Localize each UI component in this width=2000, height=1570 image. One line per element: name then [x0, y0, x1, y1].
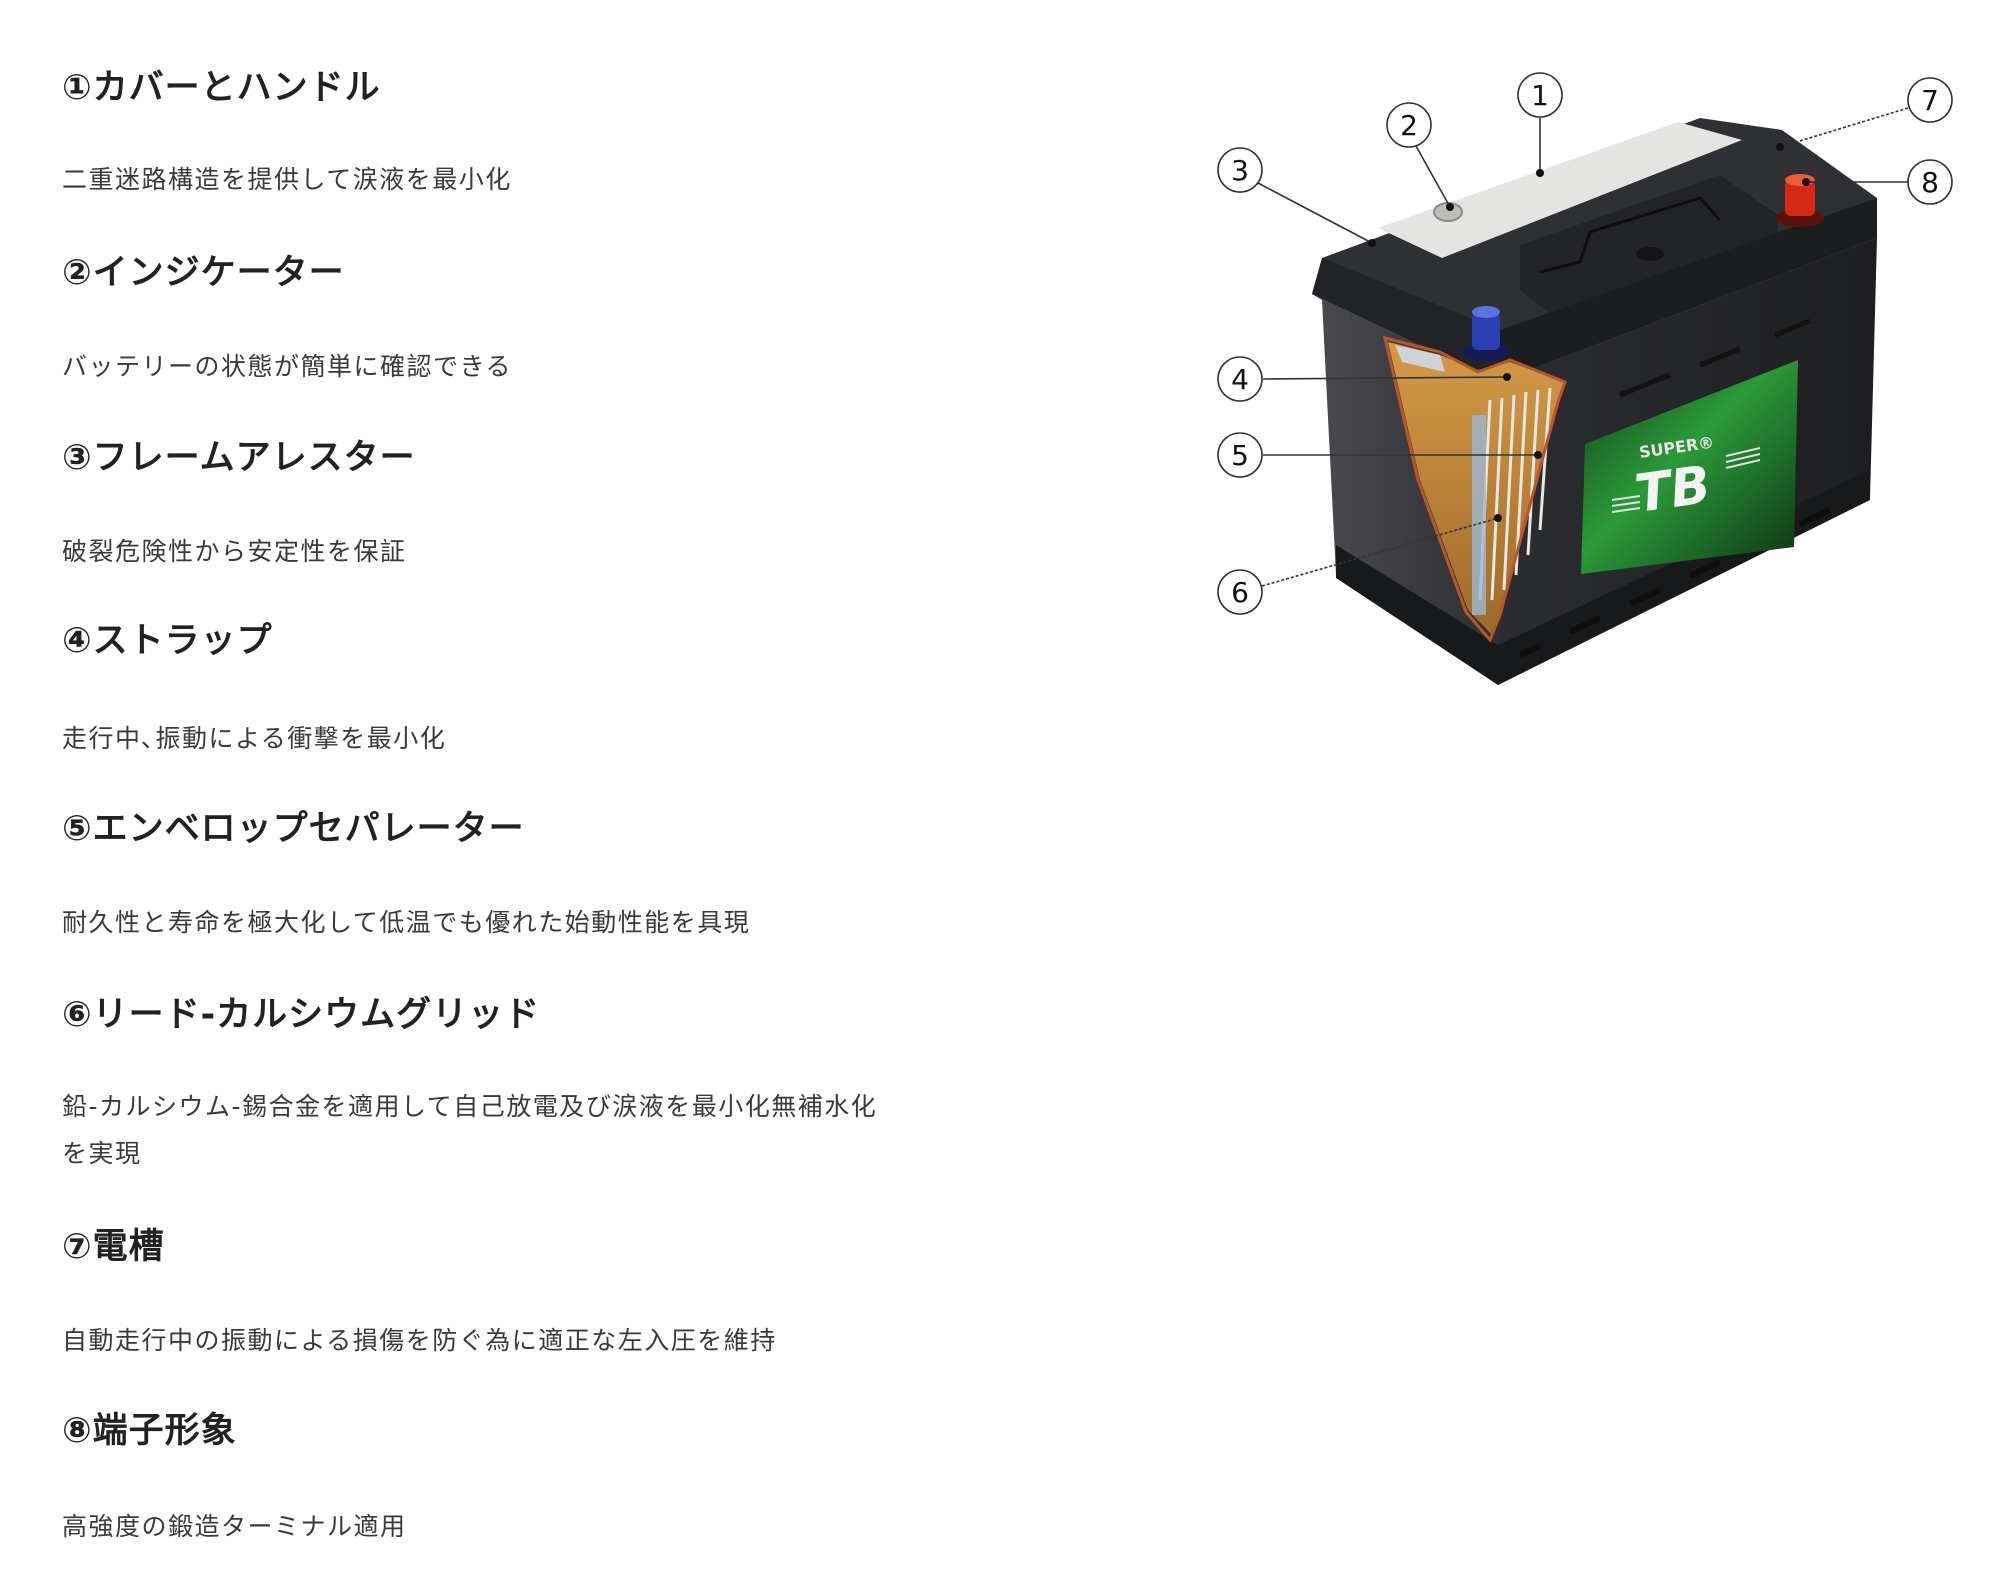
- callout-5-label: 5: [1231, 439, 1249, 472]
- battery-diagram: SUPER® TB: [1200, 40, 2000, 700]
- brand-tb-text: TB: [1631, 455, 1714, 525]
- callout-7: [1907, 77, 1953, 123]
- positive-terminal-cap: [1776, 174, 1824, 227]
- feature-description: 高強度の鍛造ターミナル適用: [62, 1512, 407, 1541]
- feature-title: ⑦電槽: [62, 1227, 165, 1267]
- feature-title: ③フレームアレスター: [62, 438, 416, 478]
- feature-title: ①カバーとハンドル: [62, 68, 381, 108]
- callout-7-label: 7: [1921, 84, 1939, 117]
- feature-title: ⑥リード-カルシウムグリッド: [62, 995, 541, 1035]
- feature-title: ④ストラップ: [62, 621, 273, 661]
- feature-description: 走行中､振動による衝撃を最小化: [62, 724, 447, 753]
- callout-6-label: 6: [1231, 576, 1249, 609]
- callout-4: [1217, 356, 1263, 402]
- leader-dots: [1368, 143, 1810, 522]
- callout-4-label: 4: [1231, 363, 1249, 396]
- feature-title: ⑤エンベロップセパレーター: [62, 809, 525, 849]
- cutaway-section: [1382, 335, 1567, 643]
- feature-description: バッテリーの状態が簡単に確認できる: [62, 352, 513, 381]
- lid-panel: [1378, 122, 1742, 258]
- callout-2-label: 2: [1400, 109, 1418, 142]
- negative-terminal-cap: [1462, 306, 1510, 361]
- leader-lines: [1257, 107, 1909, 587]
- callout-3-label: 3: [1231, 154, 1249, 187]
- feature-description-line: を実現: [62, 1139, 142, 1168]
- callout-5: [1217, 432, 1263, 478]
- callout-1: [1517, 72, 1563, 118]
- callout-3: [1217, 147, 1263, 193]
- callout-8-label: 8: [1921, 166, 1939, 199]
- feature-title: ⑧端子形象: [62, 1411, 237, 1451]
- feature-description: 鉛-カルシウム-錫合金を適用して自己放電及び涙液を最小化無補水化 を実現: [62, 1083, 1002, 1177]
- callout-8: [1907, 159, 1953, 205]
- cutaway-outline: [1382, 335, 1567, 643]
- callout-6: [1217, 569, 1263, 615]
- feature-description: 耐久性と寿命を極大化して低温でも優れた始動性能を具現: [62, 908, 751, 937]
- callout-2: [1386, 102, 1432, 148]
- brand-label: SUPER® TB: [1581, 360, 1798, 574]
- battery-illustration: SUPER® TB: [1217, 72, 1953, 685]
- feature-description: 自動走行中の振動による損傷を防ぐ為に適正な左入圧を維持: [62, 1326, 777, 1355]
- feature-description-line: 鉛-カルシウム-錫合金を適用して自己放電及び涙液を最小化無補水化: [62, 1092, 878, 1121]
- feature-title: ②インジケーター: [62, 253, 345, 293]
- callout-1-label: 1: [1531, 79, 1549, 112]
- feature-description: 二重迷路構造を提供して涙液を最小化: [62, 165, 512, 194]
- feature-description: 破裂危険性から安定性を保証: [62, 537, 407, 566]
